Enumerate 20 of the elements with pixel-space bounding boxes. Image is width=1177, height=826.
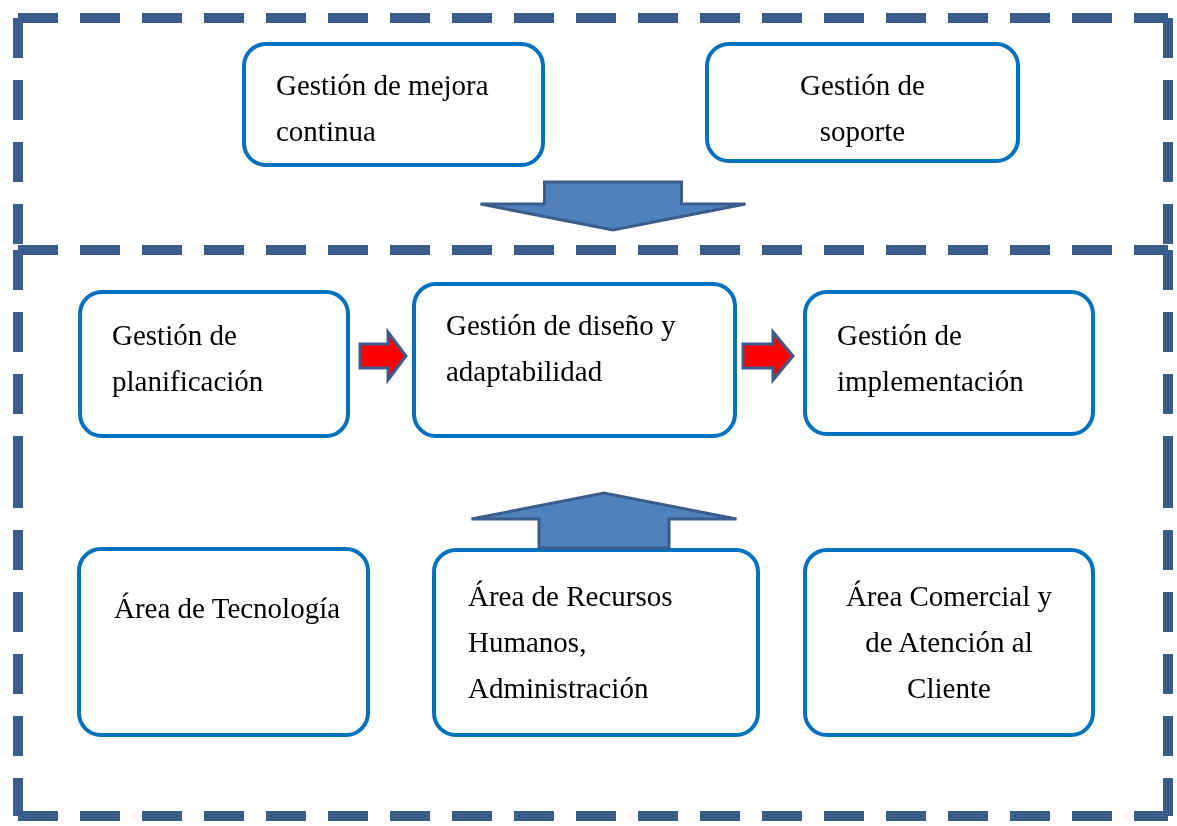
box-label: Área de Tecnología <box>114 591 341 626</box>
block-arrow <box>741 327 795 385</box>
rounded-box <box>432 548 760 737</box>
rounded-box <box>242 42 545 167</box>
rounded-box <box>412 282 737 438</box>
box-label: Gestión de soporte <box>799 68 926 149</box>
rounded-box <box>78 290 350 438</box>
rounded-box <box>77 547 370 737</box>
rounded-box <box>803 548 1095 737</box>
box-label: Gestión de mejora continua <box>276 68 490 149</box>
rounded-box <box>803 290 1095 436</box>
box-label: Área de Recursos Humanos, Administración <box>468 579 674 706</box>
box-label: Gestión de planificación <box>112 318 265 399</box>
block-arrow <box>479 180 747 232</box>
block-arrow <box>358 327 408 385</box>
box-label: Área Comercial y de Atención al Cliente <box>844 579 1054 706</box>
box-label: Gestión de implementación <box>837 318 1025 399</box>
box-label: Gestión de diseño y adaptabilidad <box>446 308 677 389</box>
block-arrow <box>470 491 738 550</box>
rounded-box <box>705 42 1020 163</box>
